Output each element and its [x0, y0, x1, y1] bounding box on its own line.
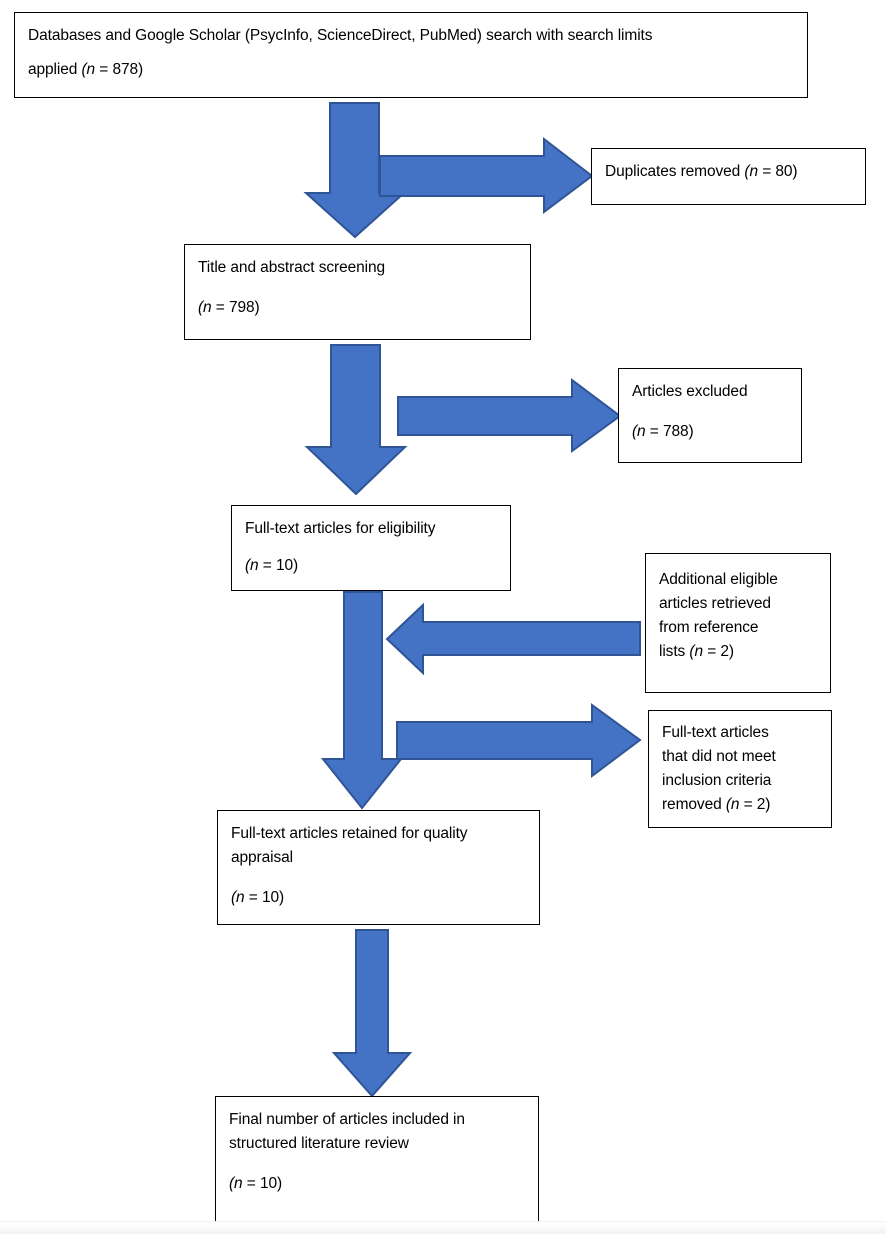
box-additional-eligible-line4: lists (n = 2) — [659, 640, 817, 664]
box-fulltext-retained-quality-n: (n = 10) — [231, 886, 526, 910]
box-fulltext-retained-quality-line2: appraisal — [231, 849, 294, 867]
arrow-screening-to-eligibility-icon — [304, 344, 408, 496]
box-additional-eligible-line3: from reference — [659, 619, 759, 637]
box-additional-eligible-line1: Additional eligible — [659, 571, 778, 588]
box-final-included-line2: structured literature review — [229, 1135, 409, 1153]
box-final-included-n-label: (n — [229, 1175, 243, 1193]
box-title-abstract-screening-line1: Title and abstract screening — [198, 259, 386, 276]
box-title-abstract-screening-n: (n = 798) — [198, 296, 517, 320]
box-final-included: Final number of articles included in str… — [215, 1096, 539, 1222]
box-articles-excluded-line1: Articles excluded — [632, 383, 748, 400]
box-articles-excluded-n-value: = 788) — [645, 423, 694, 441]
box-duplicates-removed-n-value: = 80) — [757, 163, 798, 180]
box-fulltext-eligibility: Full-text articles for eligibility (n = … — [231, 505, 511, 591]
box-fulltext-retained-quality-n-label: (n — [231, 889, 245, 907]
box-fulltext-retained-quality: Full-text articles retained for quality … — [217, 810, 540, 925]
page-bottom-edge — [0, 1221, 886, 1234]
box-title-abstract-screening: Title and abstract screening (n = 798) — [184, 244, 531, 340]
box-articles-excluded-n-label: (n — [632, 423, 646, 441]
box-fulltext-retained-quality-line1: Full-text articles retained for quality — [231, 825, 468, 842]
box-duplicates-removed-text: Duplicates removed — [605, 163, 745, 180]
box-fulltext-eligibility-n-value: = 10) — [258, 557, 299, 575]
arrow-identification-to-screening-icon — [303, 102, 407, 239]
box-articles-excluded: Articles excluded (n = 788) — [618, 368, 802, 463]
box-final-included-line1: Final number of articles included in — [229, 1111, 465, 1128]
box-fulltext-not-meeting-criteria: Full-text articles that did not meet inc… — [648, 710, 832, 828]
box-fulltext-not-meeting-criteria-line2: that did not meet — [662, 748, 776, 766]
box-fulltext-not-meeting-criteria-line4-prefix: removed — [662, 796, 726, 814]
arrow-to-articles-excluded-icon — [397, 378, 622, 453]
box-identification-line1: Databases and Google Scholar (PsycInfo, … — [28, 27, 653, 44]
box-identification-n-value: = 878) — [95, 61, 144, 79]
box-articles-excluded-n: (n = 788) — [632, 420, 788, 444]
box-additional-eligible-line2: articles retrieved — [659, 595, 771, 613]
box-additional-eligible: Additional eligible articles retrieved f… — [645, 553, 831, 693]
box-fulltext-not-meeting-criteria-n-label: (n — [725, 796, 740, 814]
box-fulltext-eligibility-n: (n = 10) — [245, 554, 497, 578]
box-title-abstract-screening-n-value: = 798) — [211, 299, 260, 317]
box-fulltext-retained-quality-n-value: = 10) — [244, 889, 285, 907]
arrow-eligibility-to-retained-icon — [320, 591, 404, 810]
box-duplicates-removed-n-label: (n — [744, 163, 758, 180]
box-fulltext-not-meeting-criteria-line3: inclusion criteria — [662, 772, 772, 790]
box-fulltext-eligibility-n-label: (n — [245, 557, 259, 575]
box-fulltext-not-meeting-criteria-line1: Full-text articles — [662, 724, 769, 741]
box-fulltext-eligibility-line1: Full-text articles for eligibility — [245, 520, 436, 537]
arrow-retained-to-final-icon — [331, 929, 413, 1098]
box-identification-n-label: (n — [81, 61, 96, 79]
box-fulltext-not-meeting-criteria-line4: removed (n = 2) — [662, 793, 818, 817]
box-fulltext-not-meeting-criteria-n-value: = 2) — [739, 796, 771, 814]
box-duplicates-removed-line1: Duplicates removed (n = 80) — [605, 160, 852, 184]
arrow-from-additional-eligible-icon — [385, 602, 641, 676]
arrow-to-not-meeting-criteria-icon — [396, 703, 642, 778]
box-final-included-n: (n = 10) — [229, 1172, 525, 1196]
box-identification-line2: applied (n = 878) — [28, 58, 794, 82]
box-title-abstract-screening-n-label: (n — [198, 299, 212, 317]
arrow-to-duplicates-removed-icon — [379, 136, 594, 214]
box-additional-eligible-line4-prefix: lists — [659, 643, 690, 661]
box-duplicates-removed: Duplicates removed (n = 80) — [591, 148, 866, 205]
box-additional-eligible-n-value: = 2) — [703, 643, 734, 661]
box-identification: Databases and Google Scholar (PsycInfo, … — [14, 12, 808, 98]
box-additional-eligible-n-label: (n — [689, 643, 703, 661]
box-final-included-n-value: = 10) — [242, 1175, 283, 1193]
box-identification-line2-prefix: applied — [28, 61, 82, 79]
